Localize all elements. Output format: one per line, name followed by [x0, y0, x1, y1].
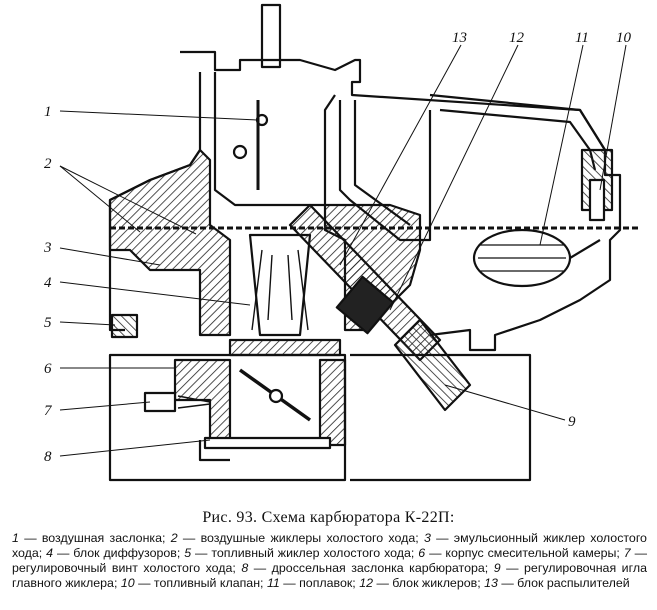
diffuser-block [248, 233, 312, 337]
legend-item: 12 — блок жиклеров; [359, 576, 481, 590]
callout-11: 11 [575, 30, 589, 46]
callout-4: 4 [44, 275, 52, 291]
legend-item: 2 — воздушные жиклеры холостого хода; [170, 531, 419, 545]
callout-12: 12 [509, 30, 525, 46]
legend-item: 9 — регулировочная игла главного жиклера… [12, 561, 647, 590]
carburetor-diagram: 1 2 3 4 5 6 7 8 9 10 11 12 13 [43, 3, 640, 482]
callout-6: 6 [44, 361, 52, 377]
figure-legend: 1 — воздушная заслонка; 2 — воздушные жи… [12, 531, 647, 591]
legend-item: 8 — дроссельная заслонка карбюратора; [241, 561, 489, 575]
legend-item: 13 — блок распылителей [484, 576, 630, 590]
callout-13: 13 [452, 30, 467, 46]
legend-item: 11 — поплавок; [266, 576, 356, 590]
idle-fuel-jet [110, 313, 139, 339]
callout-3: 3 [43, 240, 52, 256]
callout-7: 7 [44, 403, 53, 419]
legend-item: 1 — воздушная заслонка; [12, 531, 166, 545]
callout-8: 8 [44, 449, 52, 465]
legend-item: 3 — эмульсионный жиклер холостого хода; [12, 531, 647, 560]
top-rod [260, 3, 282, 69]
callout-9: 9 [568, 414, 576, 430]
adjusting-needle [393, 318, 472, 412]
callout-1: 1 [44, 104, 52, 120]
callout-5: 5 [44, 315, 52, 331]
legend-item: 4 — блок диффузоров; [46, 546, 181, 560]
callout-10: 10 [616, 30, 632, 46]
figure-caption: Рис. 93. Схема карбюратора К-22П: [202, 509, 455, 526]
upper-body [108, 148, 232, 337]
legend-item: 6 — корпус смесительной камеры; [418, 546, 620, 560]
air-intake [180, 50, 607, 160]
legend-item: 10 — топливный клапан; [120, 576, 264, 590]
legend-item: 5 — топливный жиклер холостого хода; [184, 546, 415, 560]
legend-item: 7 — регулировочный винт холостого хода; [12, 546, 647, 575]
float-chamber [429, 93, 622, 352]
callout-2: 2 [44, 156, 52, 172]
